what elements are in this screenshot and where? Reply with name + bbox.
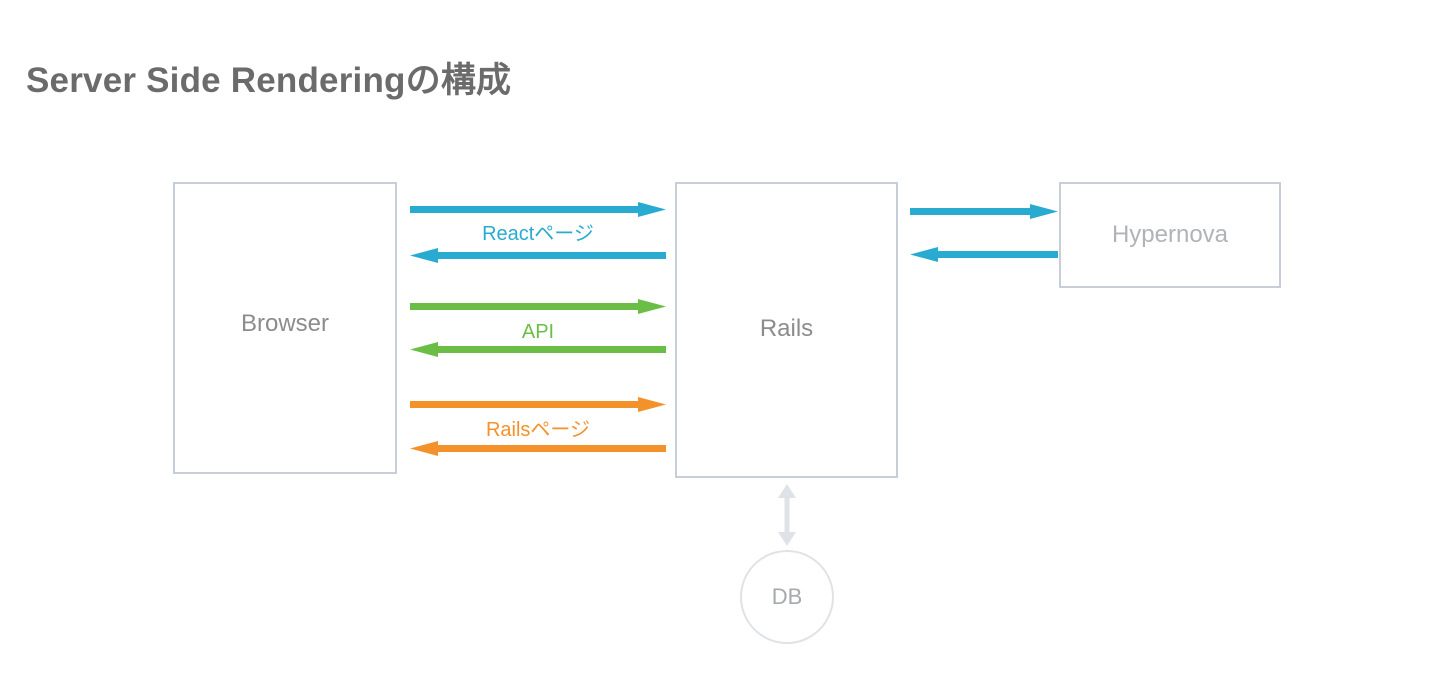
node-rails: Rails [675, 182, 898, 478]
arrow-rails-to-browser-api [410, 342, 666, 357]
arrow-browser-to-rails-railspage [410, 397, 666, 412]
arrow-rails-to-browser-railspage [410, 441, 666, 456]
arrow-rails-to-browser-react [410, 248, 666, 263]
page-title: Server Side Renderingの構成 [26, 61, 512, 100]
flow-rails-page [410, 396, 666, 462]
node-rails-label: Rails [759, 315, 814, 342]
arrow-browser-to-rails-api [410, 299, 666, 314]
node-browser: Browser [173, 182, 397, 474]
node-hypernova-label: Hypernova [1111, 221, 1229, 248]
node-hypernova: Hypernova [1059, 182, 1281, 288]
flow-react-page-label: Reactページ [482, 223, 594, 245]
flow-react-page [410, 200, 666, 268]
flow-rails-hypernova [910, 203, 1058, 265]
node-db-label: DB [771, 584, 803, 609]
arrow-rails-to-hypernova [910, 204, 1058, 219]
flow-api-label: API [521, 321, 555, 343]
flow-rails-db [776, 484, 798, 546]
node-db: DB [740, 550, 834, 644]
arrow-browser-to-rails-react [410, 202, 666, 217]
arrow-hypernova-to-rails [910, 247, 1058, 262]
flow-api [410, 298, 666, 364]
flow-rails-page-label: Railsページ [485, 419, 591, 441]
node-browser-label: Browser [240, 310, 330, 337]
